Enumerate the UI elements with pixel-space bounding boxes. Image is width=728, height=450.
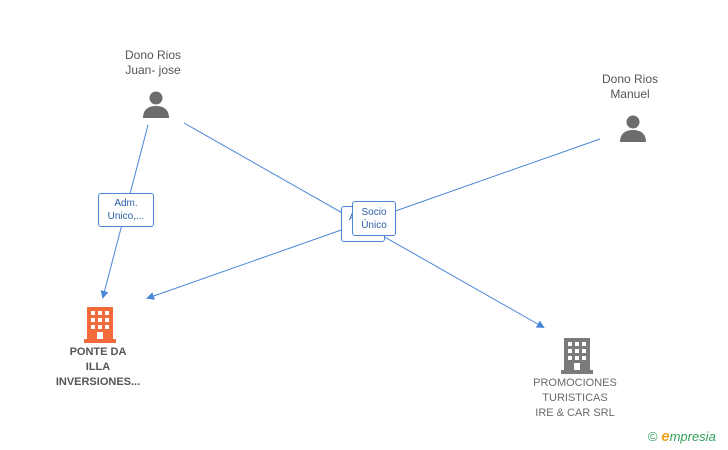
person-name-juanjose[interactable]: Dono Rios Juan- jose [103,48,203,78]
edge-label-adm-unico[interactable]: Adm. Unico,... [98,193,154,227]
person-name-line2: Manuel [610,87,650,101]
building-icon[interactable] [561,336,593,374]
person-icon[interactable] [618,113,648,143]
person-name-manuel[interactable]: Dono Rios Manuel [580,72,680,102]
company-name-line3: INVERSIONES... [55,376,141,388]
company-name-line2: ILLA [85,361,111,373]
brand-initial: e [661,428,670,445]
person-name-line2: Juan- jose [125,63,181,77]
building-icon[interactable] [84,305,116,343]
person-icon[interactable] [141,89,171,119]
copyright-symbol: © [648,429,658,444]
company-name-line1: PONTE DA [69,346,127,358]
company-name-line1: PROMOCIONES [533,377,617,389]
edge-label-socio-unico[interactable]: Socio Único [352,201,396,236]
company-name-line3: IRE & CAR SRL [535,407,615,419]
person-name-line1: Dono Rios [601,72,659,86]
brand-name: mpresia [669,429,716,444]
edge-label-line2: Único [361,220,387,231]
edge-label-line1: Adm. [114,198,138,209]
company-name-ponte[interactable]: PONTE DA ILLA INVERSIONES... [38,345,158,390]
company-name-line2: TURISTICAS [542,392,608,404]
company-name-promociones[interactable]: PROMOCIONES TURISTICAS IRE & CAR SRL [505,376,645,421]
edge-label-line1: Socio [361,207,387,218]
person-name-line1: Dono Rios [124,48,182,62]
edge-label-line2: Unico,... [107,211,145,222]
empresia-logo[interactable]: © empresia [648,428,716,445]
